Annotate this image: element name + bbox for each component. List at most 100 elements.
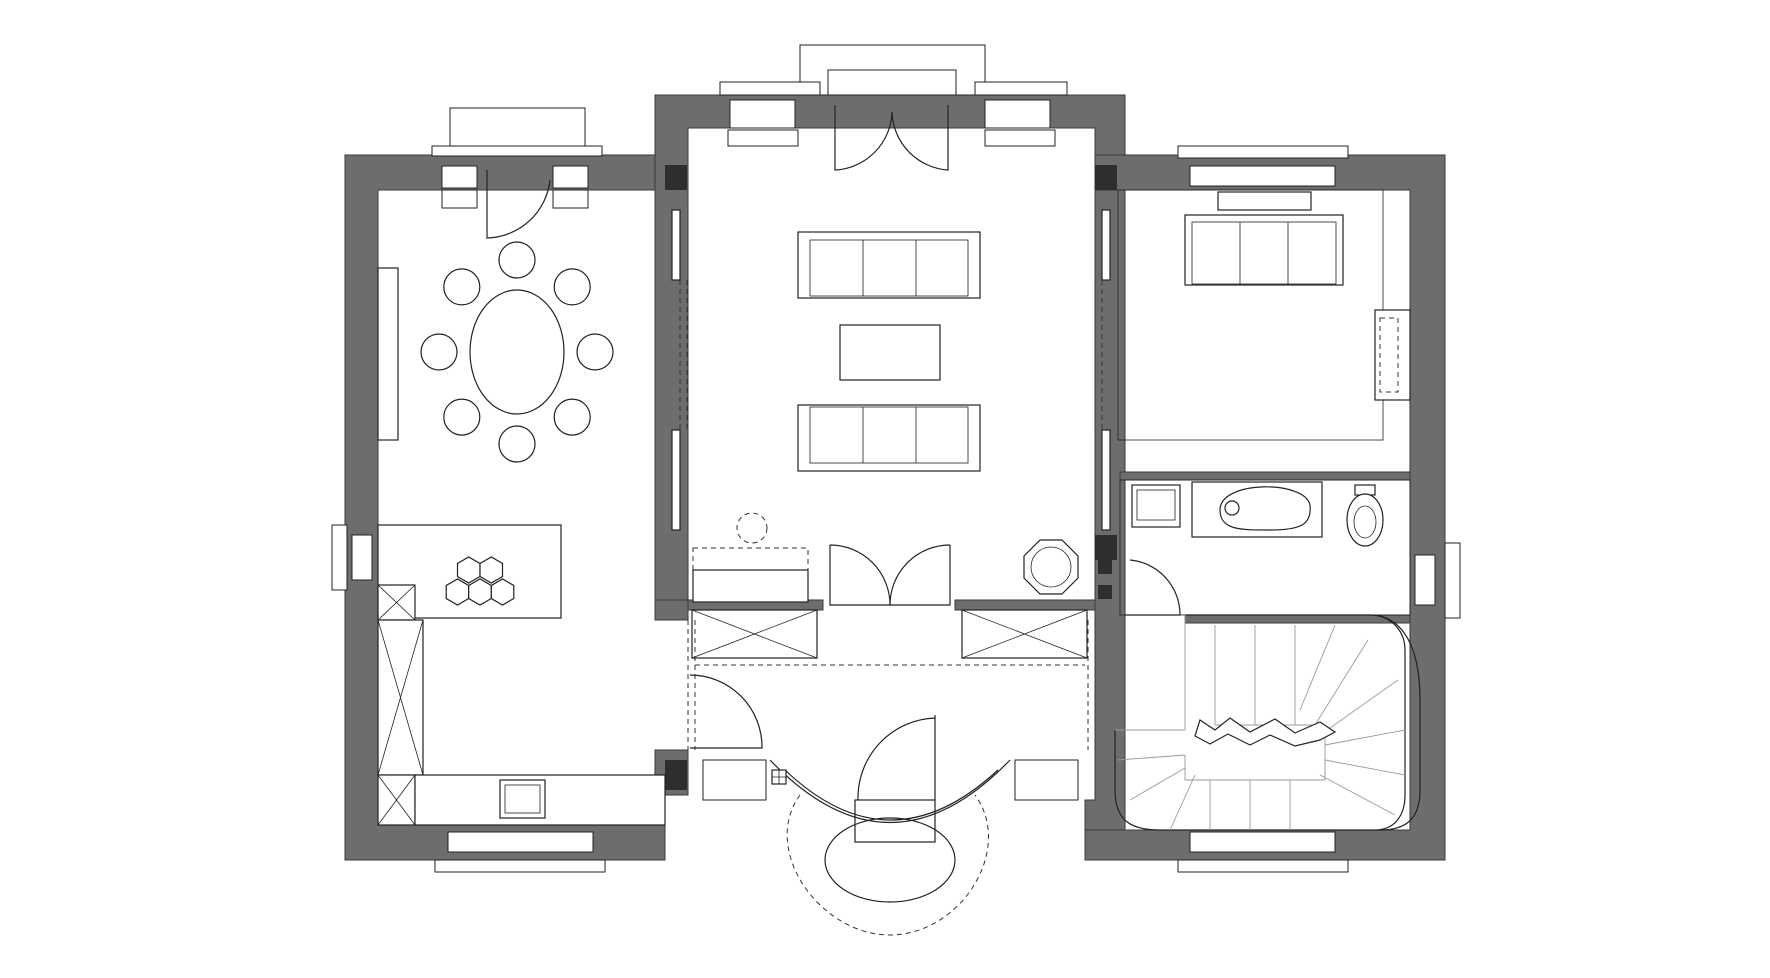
round-stool bbox=[736, 512, 768, 544]
column-4 bbox=[665, 760, 687, 790]
window-dining-top-e bbox=[552, 189, 589, 209]
counter-cell-2-x bbox=[377, 774, 416, 826]
sofa-bottom-seat bbox=[809, 406, 969, 464]
wall-central-top bbox=[654, 94, 1126, 856]
coffee-table bbox=[839, 324, 941, 381]
stair-stringer bbox=[1115, 615, 1186, 731]
living-right-partition-dash bbox=[1094, 280, 1103, 430]
windows bbox=[331, 44, 1461, 873]
dining-table-oval bbox=[469, 289, 565, 415]
doors bbox=[486, 105, 1181, 800]
door-entrance bbox=[857, 715, 936, 800]
stair-break-line bbox=[1194, 717, 1337, 747]
door-hall-left bbox=[689, 674, 763, 749]
bath-tile-1 bbox=[1098, 560, 1112, 574]
window-dining-top-ext bbox=[449, 107, 586, 149]
dining-chair bbox=[420, 333, 458, 371]
door-top-right-leaf bbox=[891, 105, 949, 171]
window-right-wall-inner bbox=[1414, 554, 1436, 606]
wall-cabinet-left bbox=[377, 267, 399, 441]
hob-hexagon bbox=[468, 578, 492, 606]
porch-step bbox=[824, 817, 956, 903]
wardrobe-left-x bbox=[691, 609, 818, 659]
window-top-right-inner bbox=[984, 129, 1056, 147]
entrance-porch bbox=[769, 759, 1011, 936]
stair-inner-rail bbox=[1184, 724, 1326, 781]
dining-chair bbox=[443, 268, 481, 306]
door-top-left-leaf bbox=[834, 105, 893, 171]
living-wall-shelf-left-2 bbox=[671, 429, 681, 531]
window-bedroom-top bbox=[1177, 145, 1349, 159]
side-table-octagon bbox=[1023, 539, 1079, 595]
stair-outline bbox=[1114, 614, 1406, 831]
window-dining-top-a bbox=[431, 145, 603, 157]
wall-center-left-lower bbox=[654, 599, 689, 621]
hob-hexagon bbox=[490, 578, 515, 606]
console-bench-outline bbox=[692, 547, 809, 571]
column-3 bbox=[1095, 535, 1117, 560]
bedroom-headboard bbox=[1217, 191, 1312, 211]
electrical-panel-icon bbox=[771, 769, 787, 785]
sofa-top bbox=[797, 231, 981, 299]
partition-bath-bottom bbox=[1184, 614, 1411, 624]
partition-bath-top bbox=[1119, 471, 1411, 481]
hob-hexagon bbox=[456, 556, 481, 584]
stair-bay bbox=[1374, 614, 1421, 831]
column-1 bbox=[665, 165, 687, 190]
window-stair-bottom-inner bbox=[1189, 831, 1336, 853]
dining-chair bbox=[553, 268, 591, 306]
window-kitchen-bottom-inner bbox=[447, 831, 594, 853]
window-left-wall-inner bbox=[351, 534, 373, 581]
kitchen-sink-bowl bbox=[504, 784, 541, 814]
kitchen-sink bbox=[499, 779, 546, 819]
toilet-seat bbox=[1353, 505, 1377, 539]
dining-chairs bbox=[420, 241, 614, 463]
porch-curve-inner bbox=[784, 769, 999, 821]
bedroom-wall-unit bbox=[1374, 309, 1411, 401]
sofa-top-seat bbox=[809, 239, 969, 297]
window-top-left-inner bbox=[727, 129, 799, 147]
dining-chair bbox=[498, 241, 536, 279]
living-wall-shelf-right bbox=[1101, 209, 1111, 281]
bath-tile-2 bbox=[1098, 585, 1112, 599]
dining-chair bbox=[498, 425, 536, 463]
hall-dashed-right bbox=[1087, 620, 1096, 750]
washbasin-bowl bbox=[1136, 489, 1176, 521]
console-bench bbox=[692, 569, 809, 603]
partition-living-hall-right bbox=[954, 599, 1096, 611]
counter-cell-1-x bbox=[377, 584, 416, 621]
dining-kitchen bbox=[377, 241, 666, 826]
side-table-top bbox=[1030, 546, 1072, 588]
window-kitchen-bottom bbox=[434, 859, 606, 873]
sofa-bedroom-seat bbox=[1191, 221, 1337, 285]
window-top-left bbox=[719, 81, 821, 96]
window-stair-bottom bbox=[1177, 859, 1349, 873]
staircase bbox=[1114, 614, 1421, 831]
dining-chair bbox=[576, 333, 614, 371]
bedroom-wall-unit-dash bbox=[1379, 317, 1399, 393]
window-dining-top-c bbox=[552, 165, 589, 189]
window-hall-left bbox=[702, 759, 767, 801]
hall-dashed-left bbox=[687, 620, 696, 750]
washbasin bbox=[1131, 484, 1181, 528]
island-hob bbox=[445, 556, 515, 606]
window-bay-inner bbox=[827, 69, 957, 96]
bathtub-basin bbox=[1219, 486, 1311, 531]
window-dining-top-d bbox=[441, 189, 478, 209]
living-wall-shelf-right-2 bbox=[1101, 429, 1111, 531]
window-hall-right bbox=[1014, 759, 1079, 801]
hob-hexagon bbox=[479, 556, 504, 584]
window-bedroom-top-inner bbox=[1189, 165, 1336, 187]
sofa-bedroom-cushions bbox=[1239, 222, 1289, 284]
kitchen-counter-x bbox=[377, 619, 424, 776]
window-top-left-sill bbox=[729, 99, 796, 129]
bathroom bbox=[1098, 479, 1411, 616]
sofa-bottom bbox=[797, 404, 981, 472]
toilet bbox=[1346, 493, 1384, 547]
door-bath bbox=[1125, 559, 1181, 616]
living-room bbox=[671, 209, 1111, 603]
porch-threshold bbox=[854, 799, 936, 843]
bathtub-drain bbox=[1224, 500, 1240, 516]
door-living-right bbox=[889, 544, 951, 606]
